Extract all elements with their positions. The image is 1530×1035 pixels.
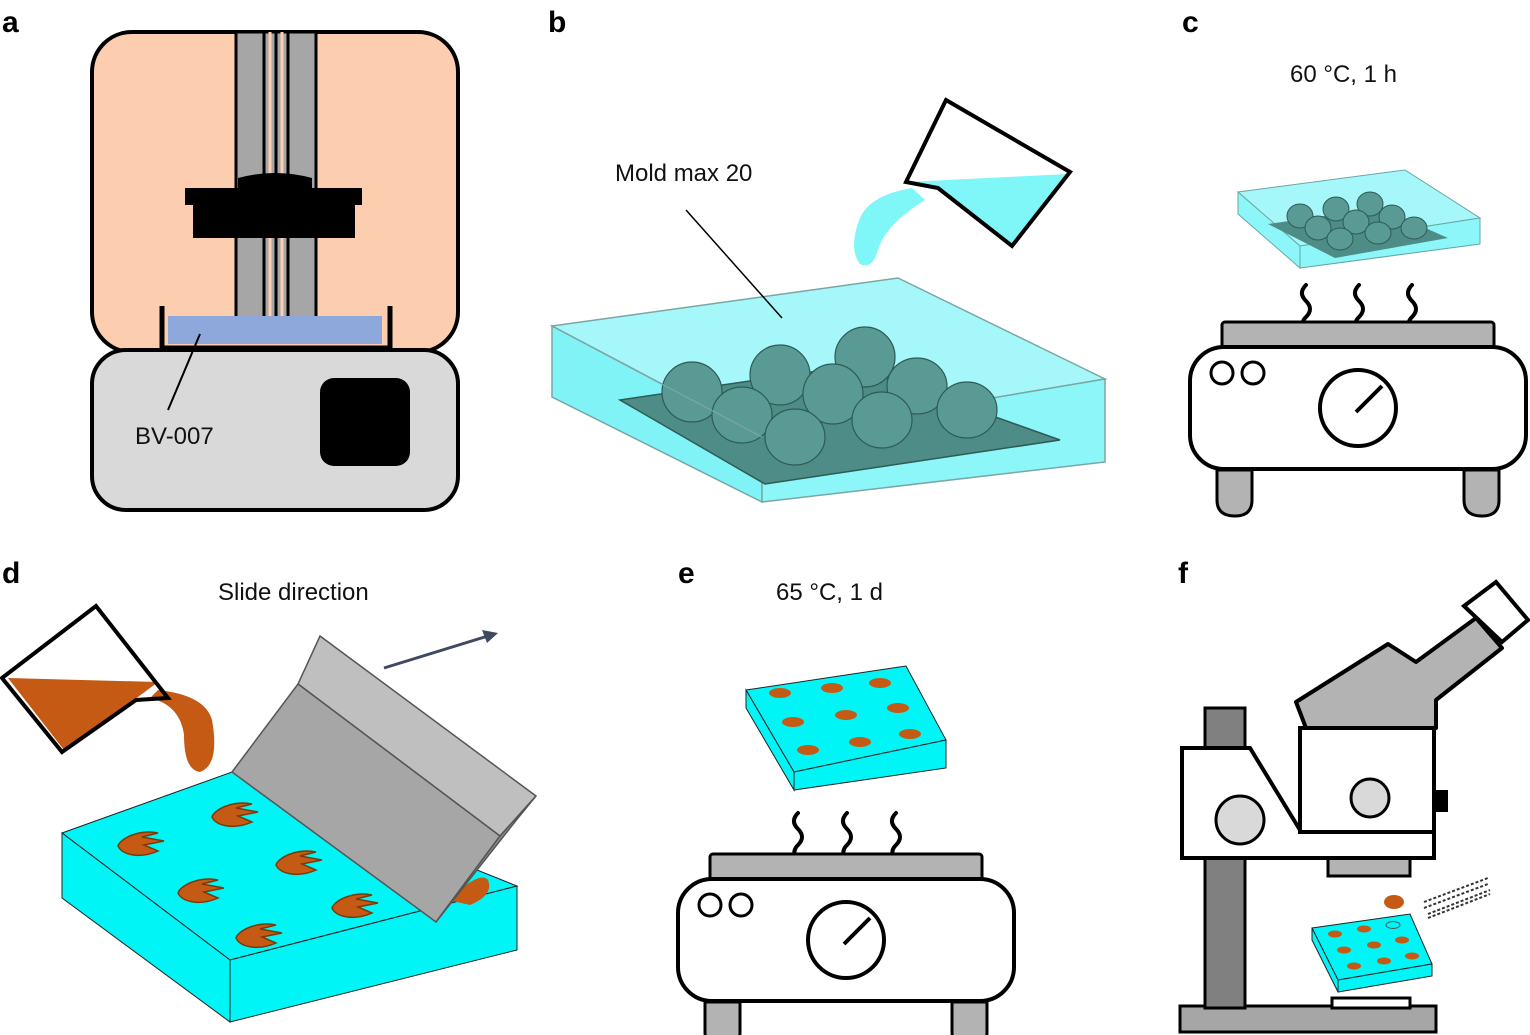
hot-plate-icon bbox=[676, 852, 1016, 1035]
panel-f: f bbox=[1178, 557, 1530, 1034]
slide-direction-label: Slide direction bbox=[218, 579, 369, 606]
steam-icon bbox=[792, 811, 902, 859]
mold-box bbox=[549, 277, 1108, 504]
hot-plate-icon bbox=[1188, 320, 1528, 518]
beaker-icon bbox=[0, 603, 215, 772]
cured-mold bbox=[1236, 169, 1482, 270]
silicone-mold bbox=[60, 771, 519, 1023]
filled-mold bbox=[745, 665, 947, 792]
demolded-part bbox=[1384, 895, 1404, 909]
panel-b-letter: b bbox=[548, 6, 566, 39]
mold-label: Mold max 20 bbox=[615, 160, 752, 187]
3d-printer-icon bbox=[90, 30, 460, 512]
slide-arrow-icon bbox=[383, 630, 498, 670]
small-mold bbox=[1311, 913, 1433, 993]
condition-e: 65 °C, 1 d bbox=[776, 579, 883, 606]
resin-label: BV-007 bbox=[135, 423, 214, 450]
panel-c: c 60 °C, 1 h bbox=[1182, 6, 1528, 518]
beaker-icon bbox=[854, 97, 1073, 266]
panel-a: a BV-007 bbox=[2, 6, 460, 512]
panel-d: d Slide direction bbox=[0, 557, 538, 1023]
panel-b: b Mold max 20 bbox=[548, 6, 1108, 504]
panel-e: e 65 °C, 1 d bbox=[676, 557, 1016, 1035]
condition-c: 60 °C, 1 h bbox=[1290, 61, 1397, 88]
panel-e-letter: e bbox=[678, 557, 695, 590]
tweezers-icon bbox=[1423, 877, 1491, 919]
panel-f-letter: f bbox=[1178, 557, 1189, 590]
panel-d-letter: d bbox=[2, 557, 20, 590]
squeegee-icon bbox=[230, 634, 538, 924]
panel-a-letter: a bbox=[2, 6, 19, 39]
panel-c-letter: c bbox=[1182, 6, 1199, 39]
microscope-icon bbox=[1178, 579, 1530, 1034]
